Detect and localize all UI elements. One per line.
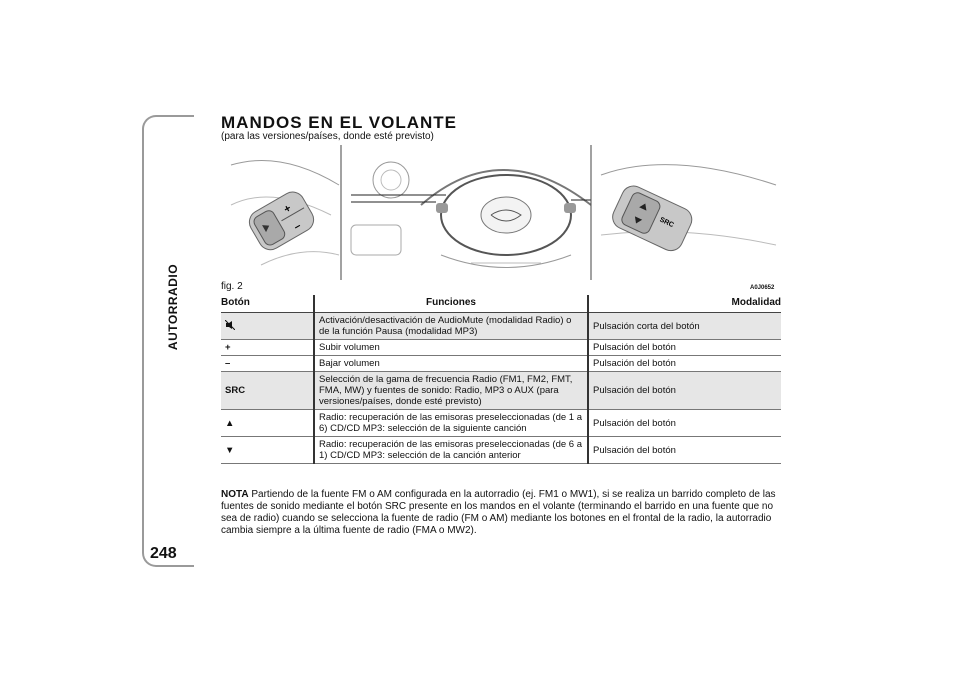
note-label: NOTA: [221, 489, 249, 500]
page-subtitle: (para las versiones/países, donde esté p…: [221, 131, 434, 142]
mode-cell: Pulsación del botón: [587, 409, 781, 437]
button-cell: ▲: [221, 409, 314, 437]
button-cell: +: [221, 339, 314, 356]
table-row: + Subir volumen Pulsación del botón: [221, 339, 781, 356]
function-cell: Selección de la gama de frecuencia Radio…: [313, 371, 588, 410]
figure-code: A0J0652: [750, 285, 775, 291]
page-title: MANDOS EN EL VOLANTE: [221, 113, 457, 132]
function-cell: Subir volumen: [313, 339, 588, 356]
mute-icon: [221, 312, 314, 340]
function-cell: Radio: recuperación de las emisoras pres…: [313, 436, 588, 464]
button-cell: SRC: [221, 371, 314, 410]
button-cell: ▼: [221, 436, 314, 464]
button-cell: –: [221, 355, 314, 372]
down-arrow-icon: [634, 216, 643, 224]
function-cell: Activación/desactivación de AudioMute (m…: [313, 312, 588, 340]
table-row: ▼ Radio: recuperación de las emisoras pr…: [221, 436, 781, 464]
function-cell: Radio: recuperación de las emisoras pres…: [313, 409, 588, 437]
left-controls-inset: + –: [221, 145, 341, 280]
table-row: SRC Selección de la gama de frecuencia R…: [221, 371, 781, 410]
dashboard-center: [350, 161, 592, 268]
mode-cell: Pulsación del botón: [587, 355, 781, 372]
header-functions: Funciones: [313, 295, 588, 313]
table-row: – Bajar volumen Pulsación del botón: [221, 355, 781, 372]
minus-button: –: [292, 220, 303, 233]
note-paragraph: NOTA Partiendo de la fuente FM o AM conf…: [221, 489, 786, 537]
header-mode: Modalidad: [587, 295, 781, 313]
figure-label: fig. 2: [221, 281, 243, 292]
right-controls-inset: SRC: [600, 164, 777, 252]
section-label: AUTORRADIO: [166, 263, 180, 351]
table-row: ▲ Radio: recuperación de las emisoras pr…: [221, 409, 781, 437]
mode-cell: Pulsación del botón: [587, 436, 781, 464]
mode-cell: Pulsación corta del botón: [587, 312, 781, 340]
header-button: Botón: [221, 295, 314, 313]
mode-cell: Pulsación del botón: [587, 339, 781, 356]
mute-icon: [262, 225, 270, 233]
steering-wheel-illustration: + – SRC: [221, 145, 777, 280]
plus-button: +: [282, 202, 294, 216]
up-arrow-icon: [639, 203, 647, 211]
note-text: Partiendo de la fuente FM o AM configura…: [221, 489, 776, 536]
table-row: Activación/desactivación de AudioMute (m…: [221, 312, 781, 340]
controls-table: Botón Funciones Modalidad Activación/des…: [221, 295, 781, 464]
side-tab: [142, 115, 194, 567]
page-number: 248: [150, 545, 177, 562]
function-cell: Bajar volumen: [313, 355, 588, 372]
mode-cell: Pulsación del botón: [587, 371, 781, 410]
